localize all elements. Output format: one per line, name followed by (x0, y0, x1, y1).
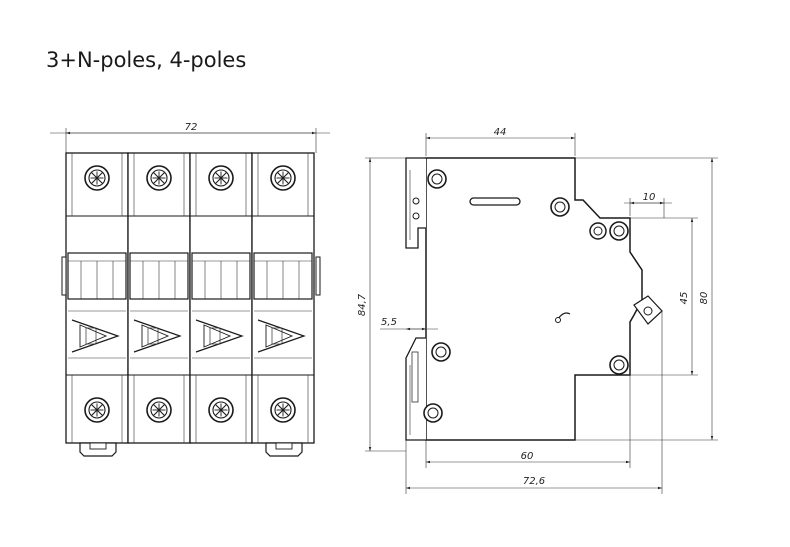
dim-72-6-label: 72,6 (523, 476, 545, 487)
dim-84-7-label: 84,7 (357, 293, 368, 316)
rivet-icon (609, 221, 629, 241)
terminal-screw-icon (146, 165, 172, 191)
dim-5-5-label: 5,5 (381, 317, 397, 328)
rivet-icon (550, 197, 570, 217)
rivet-icon (427, 169, 447, 189)
dim-60-label: 60 (521, 451, 534, 462)
rivet-icon (609, 355, 629, 375)
rivet-icon (431, 342, 451, 362)
terminal-screw-icon (270, 397, 296, 423)
front-view: 72 (50, 122, 330, 457)
terminal-screw-icon (208, 165, 234, 191)
rivet-icon (423, 403, 443, 423)
page-title: 3+N-poles, 4-poles (46, 48, 247, 72)
dim-45-label: 45 (679, 292, 690, 305)
din-clip-right (265, 442, 303, 457)
terminal-screw-icon (270, 165, 296, 191)
terminal-screw-icon (146, 397, 172, 423)
rivet-icon (589, 222, 607, 240)
side-view: 44 10 45 80 84,7 5,5 60 (357, 127, 718, 494)
terminal-screw-icon (84, 397, 110, 423)
terminal-screw-icon (208, 397, 234, 423)
terminal-screw-icon (84, 165, 110, 191)
din-clip-left (79, 442, 117, 457)
width-dimension-label: 72 (185, 122, 198, 133)
dim-44-label: 44 (494, 127, 507, 138)
dim-80-label: 80 (699, 292, 710, 305)
dim-10-label: 10 (643, 192, 656, 203)
